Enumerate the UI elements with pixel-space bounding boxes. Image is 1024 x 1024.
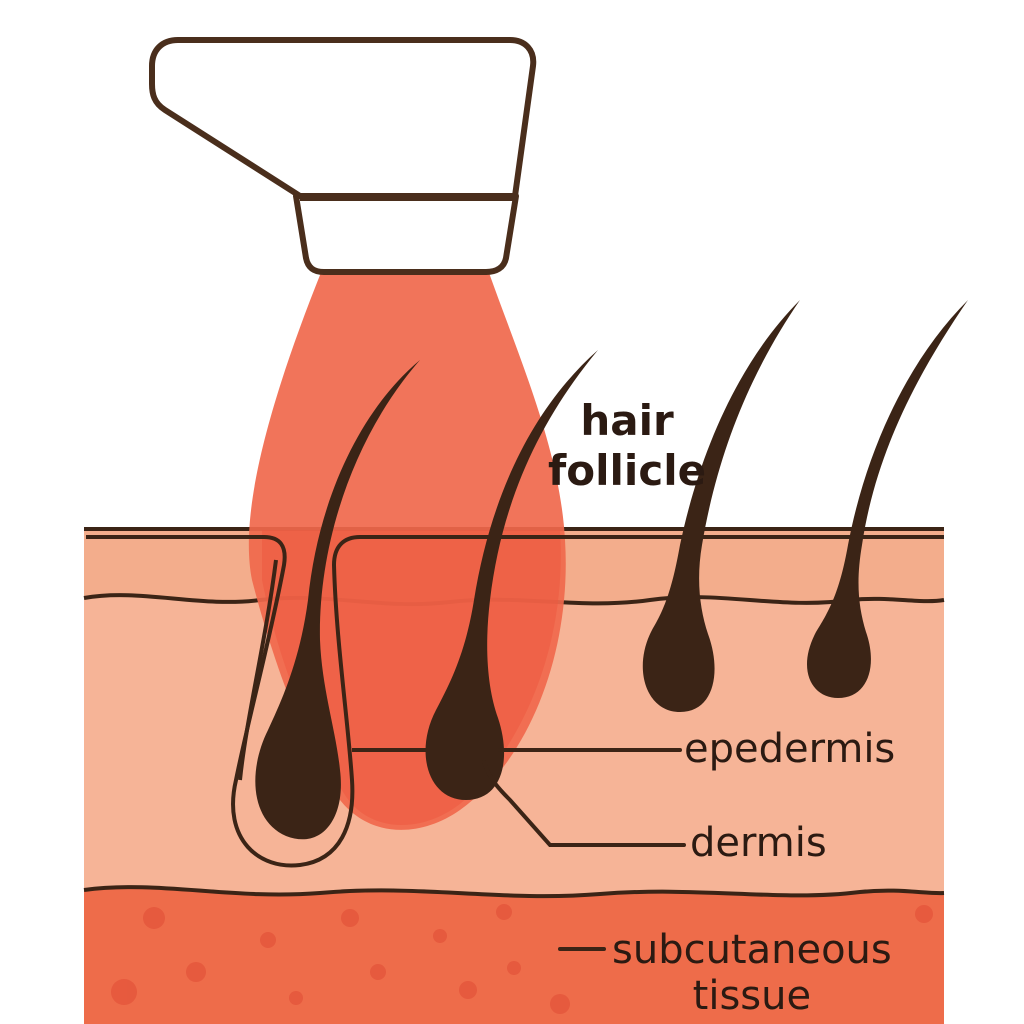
- subcutaneous-layer: [84, 887, 944, 1024]
- dermis-leader: [482, 760, 686, 847]
- subcutaneous-label-line2: tissue: [692, 973, 812, 1019]
- laser-handpiece-icon: [149, 37, 537, 275]
- hair-strand-icon: [642, 300, 800, 712]
- leader-lines: [482, 748, 686, 951]
- hairs: [255, 300, 968, 840]
- follicle-left-outline: [86, 535, 944, 868]
- handpiece-body: [149, 37, 537, 199]
- subcutaneous-dots: [111, 904, 933, 1014]
- follicle-left-inner: [238, 559, 278, 781]
- subcutaneous-label: subcutaneous tissue: [612, 927, 892, 1019]
- hair-strand-icon: [807, 300, 968, 698]
- hair-follicle-label: hair follicle: [548, 396, 706, 497]
- hair-strand-icon: [425, 350, 598, 800]
- dermis-label: dermis: [690, 820, 827, 866]
- hair-follicle-label-line1: hair: [580, 396, 674, 445]
- dermis-subcutaneous-boundary: [83, 885, 945, 899]
- subcutaneous-label-line1: subcutaneous: [612, 927, 892, 973]
- handpiece-tip: [293, 193, 519, 275]
- hair-follicle-label-line2: follicle: [548, 446, 707, 496]
- hair-strand-icon: [255, 360, 420, 840]
- epidermis-label: epedermis: [684, 726, 896, 772]
- follicle-outlines: [86, 535, 944, 868]
